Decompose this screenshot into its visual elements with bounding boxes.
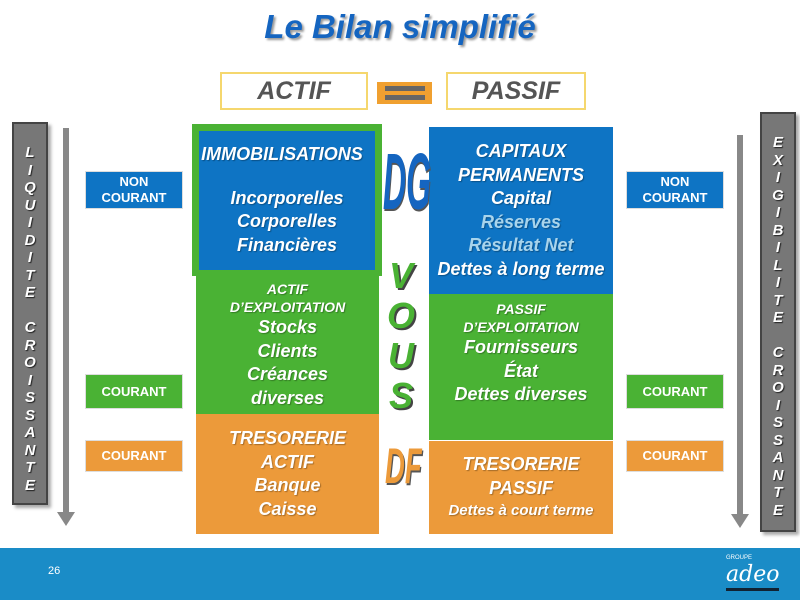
passif-header: PASSIF (446, 72, 586, 110)
df-label-wrap: DF (385, 438, 425, 494)
page-number: 26 (48, 565, 61, 577)
down-arrow-left (63, 128, 69, 513)
dg-label: DG (383, 137, 431, 226)
liquidite-croissante-bar: L I Q U I D I T E C R O I S S A N T E (12, 122, 48, 505)
exigibilite-croissante-bar: E X I G I B I L I T E C R O I S S A N T … (760, 112, 796, 532)
arrow-head-icon (57, 512, 75, 526)
courant-tag-left: COURANT (85, 374, 183, 409)
courant-treso-tag-left: COURANT (85, 440, 183, 472)
slide-title: Le Bilan simplifié (264, 8, 536, 45)
dg-label-wrap: DG (383, 137, 431, 230)
down-arrow-right (737, 135, 743, 515)
courant-treso-tag-right: COURANT (626, 440, 724, 472)
arrow-head-icon (731, 514, 749, 528)
equals-icon (377, 82, 432, 104)
adeo-logo: GROUPE adeo (726, 554, 780, 591)
df-label: DF (385, 438, 422, 494)
actif-header: ACTIF (220, 72, 368, 110)
courant-tag-right: COURANT (626, 374, 724, 409)
footer-bar (0, 548, 800, 600)
